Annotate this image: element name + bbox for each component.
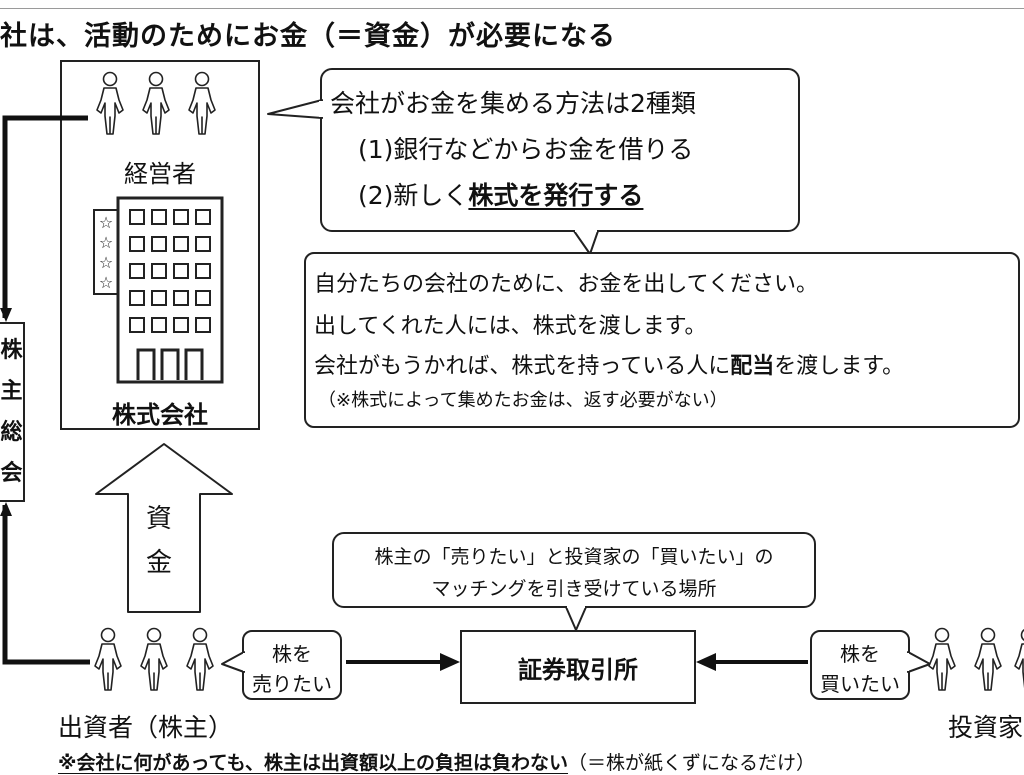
meeting-char: 総 (0, 419, 23, 445)
message-note: （※株式によって集めたお金は、返す必要がない） (318, 390, 728, 411)
buy-bubble: 株を 買いたい (810, 630, 910, 700)
svg-text:☆: ☆ (99, 273, 113, 292)
arrow-left-icon (696, 653, 716, 671)
shareholders-meeting-box: 株 主 総 会 (0, 322, 25, 502)
meeting-char: 会 (0, 460, 23, 486)
methods-line-3-prefix: (2)新しく (358, 181, 469, 210)
message-line-2: 出してくれた人には、株式を渡します。 (314, 314, 707, 339)
buy-line-1: 株を (840, 642, 880, 666)
stock-exchange-label: 証券取引所 (518, 655, 638, 684)
meeting-char: 主 (0, 378, 23, 404)
methods-line-3: (2)新しく株式を発行する (358, 176, 643, 212)
funds-char: 資 (146, 504, 173, 534)
exchange-bubble: 株主の「売りたい」と投資家の「買いたい」の マッチングを引き受けている場所 (332, 532, 816, 608)
investor-figures (928, 627, 1024, 691)
footer-normal: （＝株が紙くずになるだけ） (568, 752, 816, 774)
funds-arrow-icon (95, 443, 233, 613)
arrow-down-icon (0, 308, 12, 322)
footer-note: ※会社に何があっても、株主は出資額以上の負担は負わない（＝株が紙くずになるだけ） (58, 748, 815, 775)
stock-exchange-box: 証券取引所 (460, 630, 696, 704)
arrow-right-icon (440, 653, 460, 671)
message-line-3-prefix: 会社がもうかれば、株式を持っている人に (314, 354, 731, 379)
meeting-char: 株 (0, 337, 23, 363)
sell-line-1: 株を (272, 642, 312, 666)
company-box: 経営者 ☆ ☆ ☆ ☆ 株式会社 (60, 60, 260, 430)
methods-line-3-emphasis: 株式を発行する (468, 181, 644, 210)
methods-line-2: (1)銀行などからお金を借りる (358, 135, 694, 164)
message-line-3: 会社がもうかれば、株式を持っている人に配当を渡します。 (314, 348, 904, 380)
sell-line-2: 売りたい (252, 672, 332, 696)
top-rule (0, 8, 1024, 9)
shareholders-label: 出資者（株主） (58, 713, 234, 742)
exchange-bubble-line-1: 株主の「売りたい」と投資家の「買いたい」の (374, 546, 774, 568)
message-box: 自分たちの会社のために、お金を出してください。 出してくれた人には、株式を渡しま… (304, 252, 1020, 428)
building-icon: ☆ ☆ ☆ ☆ (93, 196, 224, 384)
managers-label: 経営者 (124, 160, 196, 188)
investors-label: 投資家 (948, 713, 1024, 742)
arrow-up-icon (0, 502, 12, 516)
methods-line-1: 会社がお金を集める方法は2種類 (330, 89, 696, 118)
buy-line-2: 買いたい (820, 672, 900, 696)
page-title: 社は、活動のためにお金（＝資金）が必要になる (0, 21, 616, 52)
svg-text:☆: ☆ (99, 233, 113, 252)
message-line-1: 自分たちの会社のために、お金を出してください。 (314, 272, 819, 297)
exchange-bubble-line-2: マッチングを引き受けている場所 (431, 578, 717, 600)
message-line-3-suffix: を渡します。 (774, 354, 905, 379)
funds-char: 金 (146, 548, 173, 578)
methods-bubble: 会社がお金を集める方法は2種類 (1)銀行などからお金を借りる (2)新しく株式… (320, 68, 800, 232)
sell-bubble: 株を 売りたい (242, 630, 342, 700)
company-label: 株式会社 (112, 401, 208, 429)
dividend-emphasis: 配当 (730, 354, 775, 379)
svg-text:☆: ☆ (99, 213, 113, 232)
svg-text:☆: ☆ (99, 253, 113, 272)
footer-bold: ※会社に何があっても、株主は出資額以上の負担は負わない (58, 752, 569, 774)
